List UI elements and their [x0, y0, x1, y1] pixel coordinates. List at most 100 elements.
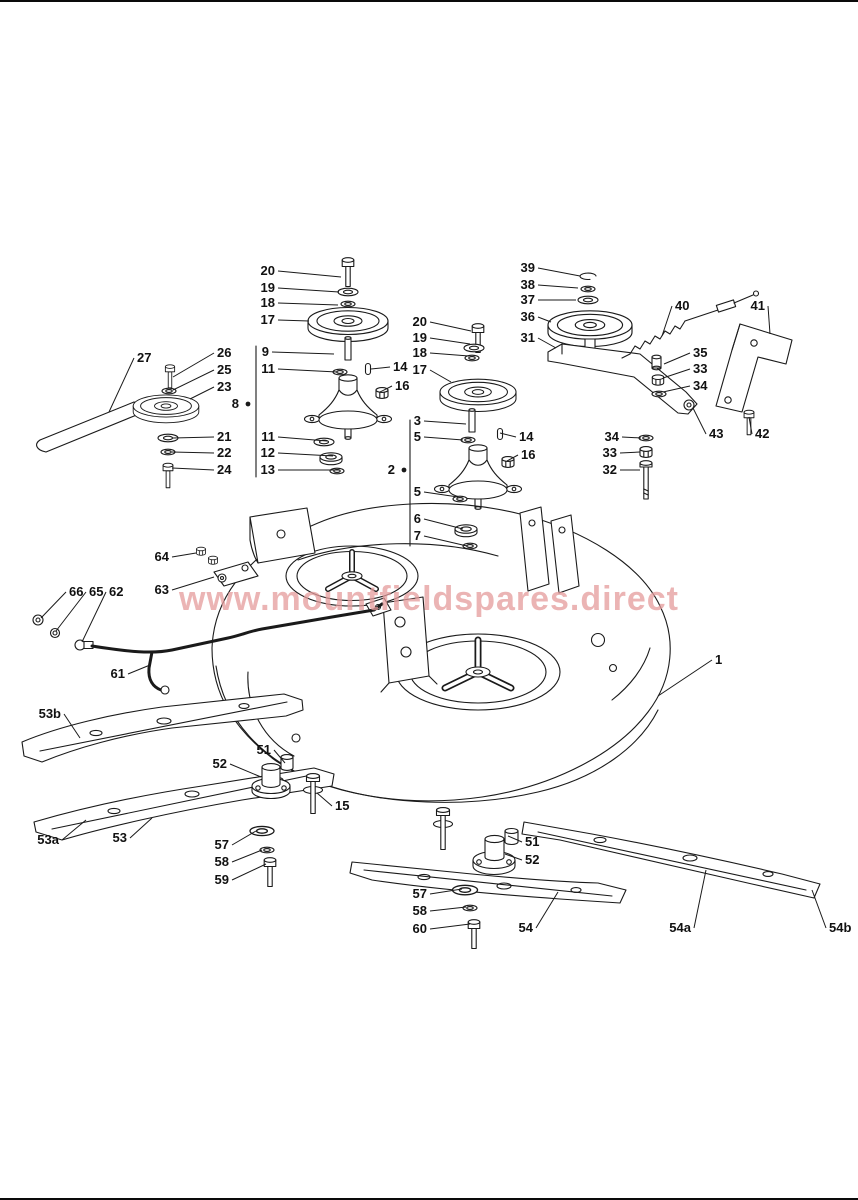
- part-callout-1: 1: [715, 652, 723, 667]
- part-callout-17: 17: [260, 312, 275, 327]
- part-callout-54a: 54a: [669, 920, 691, 935]
- spindle-opening-left: [325, 549, 379, 592]
- leader-line-35: [663, 352, 691, 365]
- leader-line-17: [429, 369, 452, 383]
- part-callout-61: 61: [110, 666, 125, 681]
- part-callout-31: 31: [520, 330, 535, 345]
- part-callout-54: 54: [518, 920, 533, 935]
- part-callout-58: 58: [214, 854, 229, 869]
- leader-line-34: [621, 436, 642, 439]
- leader-line-53b: [63, 713, 81, 739]
- leader-line-58: [231, 849, 263, 863]
- leader-line-9: [271, 351, 335, 355]
- part-callout-12: 12: [260, 445, 275, 460]
- leader-line-20: [429, 321, 472, 332]
- part-callout-16: 16: [521, 447, 536, 462]
- part-callout-40: 40: [675, 298, 690, 313]
- part-callout-20: 20: [260, 263, 275, 278]
- leader-line-27: [108, 357, 135, 413]
- leader-line-22: [171, 451, 215, 454]
- part-callout-21: 21: [217, 429, 232, 444]
- part-callout-22: 22: [217, 445, 232, 460]
- leader-line-26: [172, 352, 215, 378]
- leader-line-41: [767, 305, 771, 335]
- leader-line-5: [423, 491, 459, 498]
- part-callout-33: 33: [602, 445, 617, 460]
- part-callout-5: 5: [413, 484, 421, 499]
- leader-line-7: [423, 535, 468, 547]
- leader-line-19: [429, 337, 471, 345]
- part-callout-8: 8: [231, 396, 239, 411]
- leader-line-11: [277, 368, 338, 373]
- leader-line-15: [316, 792, 333, 807]
- leader-line-11: [277, 436, 328, 442]
- part-callout-41: 41: [750, 298, 765, 313]
- part-callout-25: 25: [217, 362, 232, 377]
- deck-bracket-center: [380, 596, 438, 693]
- lift-rod-61: [90, 602, 384, 654]
- leader-line-51: [507, 835, 523, 843]
- part-callout-51: 51: [256, 742, 271, 757]
- part-callout-53: 53: [112, 830, 127, 845]
- leader-line-57: [231, 830, 257, 846]
- part-callout-13: 13: [260, 462, 275, 477]
- part-callout-65: 65: [89, 584, 104, 599]
- deck-bracket-left: [249, 507, 316, 564]
- leader-line-52: [504, 853, 523, 861]
- belt-27: [36, 401, 141, 453]
- part-callout-24: 24: [217, 462, 232, 477]
- leader-line-25: [172, 369, 215, 391]
- deck-belt-guard-plates: [519, 506, 580, 594]
- spring-40: [621, 290, 760, 359]
- part-callout-43: 43: [709, 426, 724, 441]
- part-callout-66: 66: [69, 584, 84, 599]
- leader-line-65: [55, 591, 87, 632]
- leader-line-42: [748, 416, 753, 435]
- blade-hub-left: [251, 754, 294, 800]
- part-callout-19: 19: [260, 280, 275, 295]
- part-callout-34: 34: [693, 378, 708, 393]
- washer-65: [49, 627, 61, 639]
- part-callout-5: 5: [413, 429, 421, 444]
- leader-line-21: [172, 436, 215, 439]
- spindle-assembly-left: [303, 257, 393, 475]
- spindle-opening-right: [441, 636, 515, 692]
- part-callout-18: 18: [260, 295, 275, 310]
- part-callout-52: 52: [212, 756, 227, 771]
- part-callout-51: 51: [525, 834, 540, 849]
- part-callout-2: 2: [387, 462, 395, 477]
- leader-line-51: [273, 749, 286, 764]
- spacer-stack-35-33-34: [651, 354, 667, 398]
- leader-line-31: [537, 337, 557, 349]
- part-callout-35: 35: [693, 345, 708, 360]
- leader-line-33: [662, 368, 691, 379]
- leader-line-20: [277, 270, 342, 278]
- leader-line-61: [127, 664, 151, 675]
- page-border-top: [0, 0, 858, 2]
- part-callout-9: 9: [261, 344, 269, 359]
- bracket-41: [715, 323, 793, 413]
- part-callout-14: 14: [393, 359, 408, 374]
- rod-hook-ball: [160, 685, 170, 695]
- leader-line-54a: [693, 869, 707, 929]
- tensioner-group: [547, 272, 793, 500]
- leader-line-62: [81, 591, 107, 643]
- part-callout-11: 11: [261, 361, 275, 376]
- leader-line-33: [619, 451, 641, 454]
- leader-line-24: [171, 467, 215, 471]
- bolt-stack-34-33-32: [638, 434, 654, 500]
- part-callout-16: 16: [395, 378, 410, 393]
- part-callout-17: 17: [412, 362, 427, 377]
- leader-line-64: [171, 552, 197, 558]
- deck-body: [211, 502, 671, 803]
- leader-line-16: [506, 454, 519, 462]
- leader-line-59: [231, 863, 267, 881]
- leader-line-52: [229, 763, 262, 778]
- part-callout-15: 15: [335, 798, 350, 813]
- leader-line-23: [189, 386, 215, 400]
- bolt-15-right: [432, 807, 454, 851]
- part-callout-63: 63: [154, 582, 169, 597]
- leader-line-18: [277, 302, 339, 306]
